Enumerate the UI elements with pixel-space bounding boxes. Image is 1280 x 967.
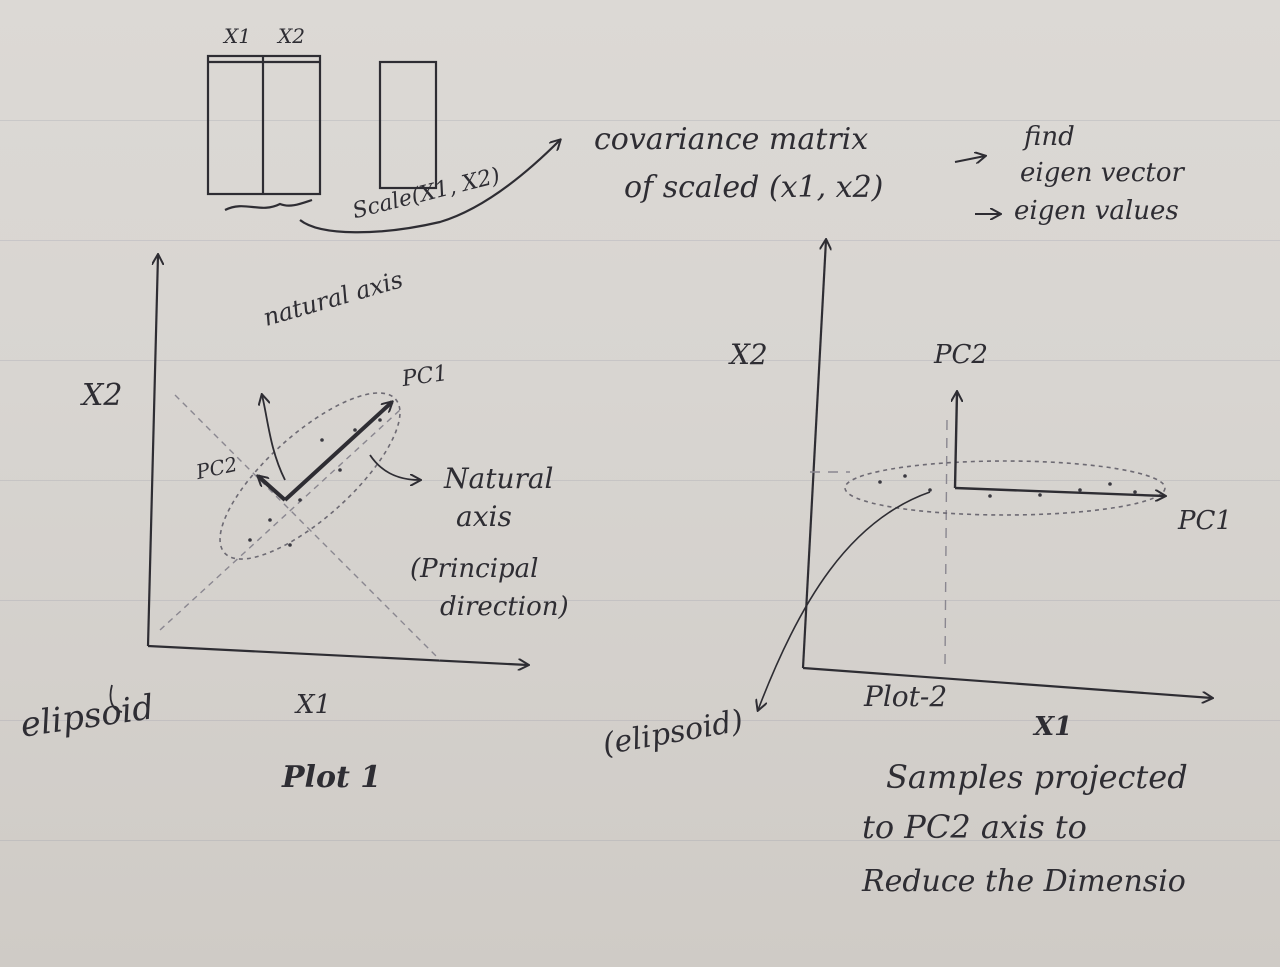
flow-eigen-values: eigen values	[1014, 196, 1179, 226]
sample-point	[378, 418, 382, 422]
plot2-y-axis-label: X2	[730, 338, 768, 371]
plot2-note-line1: Samples projected	[886, 758, 1188, 796]
plot1-direction-label: direction)	[440, 592, 569, 622]
plot1-guides	[159, 394, 441, 661]
sample-point	[353, 428, 357, 432]
rule-line	[0, 480, 1280, 481]
rule-line	[0, 240, 1280, 241]
plot2-pc2-vector	[955, 392, 957, 489]
scaled-matrix-outline	[378, 60, 438, 190]
matrix-col2-label: X2	[278, 24, 305, 48]
plot1-axes	[146, 255, 528, 665]
plot1-natural-axis-arrow	[262, 395, 286, 481]
plot2-title: Plot-2	[864, 680, 948, 713]
flow-arrow-1	[954, 156, 985, 162]
scale-arrow	[299, 140, 560, 234]
flow-line1: covariance matrix	[594, 122, 869, 157]
plot1-ellipsoid-pointer	[109, 684, 123, 713]
plot2-pc2-label: PC2	[934, 340, 988, 370]
plot1-x-axis-label: X1	[296, 690, 332, 720]
plot1-x-axis	[147, 644, 528, 665]
rule-line	[0, 120, 1280, 121]
plot2-x-axis-label: X1	[1034, 712, 1073, 742]
plot1-y-axis	[146, 255, 158, 647]
sample-point	[903, 474, 907, 478]
flow-find: find	[1024, 122, 1075, 152]
sample-point	[268, 518, 272, 522]
flow-line2: of scaled (x1, x2)	[624, 170, 884, 205]
plot1-samples	[248, 418, 382, 547]
plot1-diagonal-2	[174, 394, 441, 661]
sample-point	[1038, 493, 1042, 497]
rule-line	[0, 360, 1280, 361]
plot1-y-axis-label: X2	[82, 378, 123, 413]
plot1-diagonal-1	[159, 409, 401, 631]
plot2-note-line3: Reduce the Dimensio	[862, 864, 1186, 899]
plot2-vertical-guide	[944, 419, 948, 666]
sample-point	[1108, 482, 1112, 486]
sample-point	[338, 468, 342, 472]
plot1-principal-label: (Principal	[410, 554, 539, 584]
data-matrix	[206, 54, 560, 234]
sample-point	[1078, 488, 1082, 492]
plot2-ellipsoid-pointer	[758, 491, 931, 710]
sample-point	[298, 498, 302, 502]
sample-point	[928, 488, 932, 492]
plot1-natural-label: Natural	[444, 462, 554, 495]
rule-line	[0, 720, 1280, 721]
sample-point	[320, 438, 324, 442]
sample-point	[988, 494, 992, 498]
sample-point	[878, 480, 882, 484]
plot1-pc2-vector	[258, 476, 287, 502]
matrix-col1-label: X1	[224, 24, 251, 48]
plot1-title: Plot 1	[282, 760, 382, 795]
brace	[224, 198, 313, 211]
plot1-ellipsoid	[219, 392, 401, 560]
plot2-pc1-vector	[954, 486, 1165, 496]
plot2-samples	[878, 474, 1137, 498]
plot2-note-line2: to PC2 axis to	[862, 808, 1087, 846]
plot2-pc1-label: PC1	[1178, 506, 1232, 536]
sample-point	[248, 538, 252, 542]
plot1-natural-axis-right-arrow	[369, 454, 420, 480]
plot2-axes	[801, 240, 1212, 698]
plot2-ellipsoid	[844, 460, 1166, 516]
plot2-guides	[810, 419, 948, 666]
sample-point	[1133, 490, 1137, 494]
flow-eigen-vector: eigen vector	[1020, 158, 1184, 188]
plot2-y-axis	[801, 240, 826, 669]
plot1-axis-label: axis	[456, 500, 512, 533]
sample-point	[288, 543, 292, 547]
rule-line	[0, 600, 1280, 601]
rule-line	[0, 840, 1280, 841]
plot1-pc1-vector	[283, 402, 392, 502]
plot2-x-axis	[802, 666, 1212, 698]
